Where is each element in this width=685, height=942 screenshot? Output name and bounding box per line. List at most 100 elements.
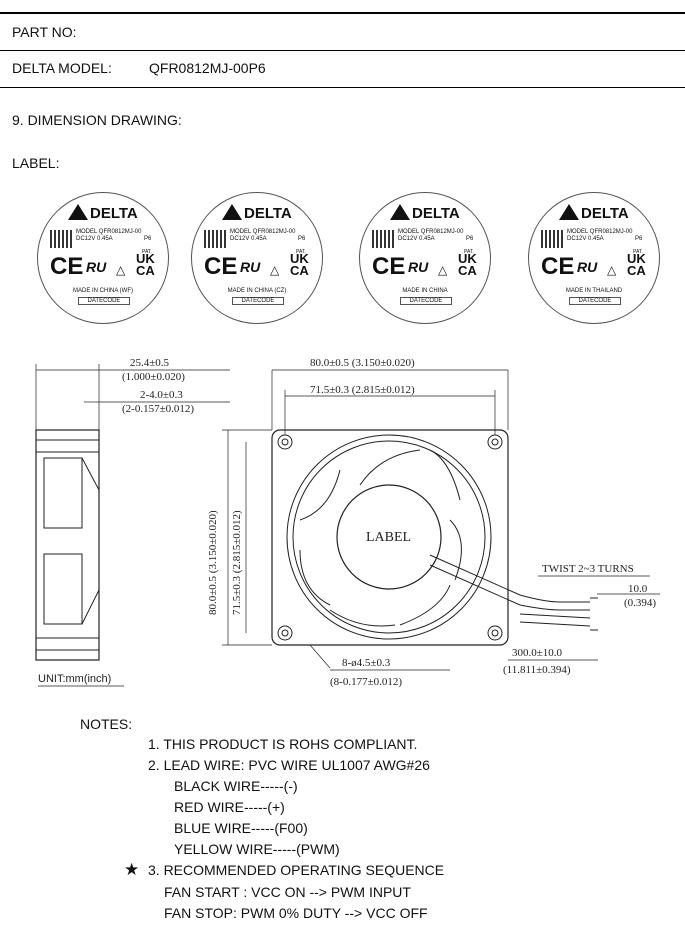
qr-code-icon bbox=[541, 230, 563, 248]
qr-code-icon bbox=[50, 230, 72, 248]
label-datecode: DATECODE bbox=[232, 297, 284, 305]
ukca-uk: UK bbox=[136, 251, 155, 266]
ru-mark-icon: RU bbox=[408, 259, 429, 275]
note-3: 3. RECOMMENDED OPERATING SEQUENCE bbox=[148, 862, 445, 878]
ru-mark-icon: RU bbox=[86, 259, 107, 275]
ukca-ca: CA bbox=[136, 263, 155, 278]
ru-mark-icon: RU bbox=[240, 259, 261, 275]
ce-mark-icon: CE bbox=[204, 253, 238, 280]
ce-mark-icon: CE bbox=[541, 253, 575, 280]
qr-code-icon bbox=[204, 230, 226, 248]
delta-logo-icon bbox=[559, 204, 579, 220]
delta-model-value: QFR0812MJ-00P6 bbox=[149, 60, 266, 76]
delta-model-label: DELTA MODEL: bbox=[12, 60, 112, 76]
dim-10-in: (0.394) bbox=[624, 597, 656, 609]
warning-triangle-icon: △ bbox=[607, 263, 617, 277]
dim-300: 300.0±10.0 bbox=[512, 647, 563, 659]
delta-logo-icon bbox=[390, 204, 410, 220]
delta-logo-icon bbox=[222, 204, 242, 220]
label-brand: DELTA bbox=[412, 205, 460, 222]
label-model-line2: DC12V 0.45A bbox=[76, 236, 113, 242]
label-center: LABEL bbox=[366, 530, 411, 545]
part-no-label: PART NO: bbox=[12, 24, 77, 40]
label-title: LABEL: bbox=[12, 155, 60, 171]
section-title: 9. DIMENSION DRAWING: bbox=[12, 112, 182, 128]
label-model-line2: DC12V 0.45A bbox=[230, 236, 267, 242]
label-brand: DELTA bbox=[244, 205, 292, 222]
label-model-line1: MODEL QFR0812MJ-00 bbox=[567, 229, 633, 235]
wire-black: BLACK WIRE-----(-) bbox=[174, 778, 298, 794]
label-datecode: DATECODE bbox=[78, 297, 130, 305]
sequence-start: FAN START : VCC ON --> PWM INPUT bbox=[164, 884, 411, 900]
label-model-line1: MODEL QFR0812MJ-00 bbox=[230, 229, 296, 235]
label-brand: DELTA bbox=[581, 205, 629, 222]
divider bbox=[0, 50, 685, 51]
label-model-line2: DC12V 0.45A bbox=[398, 236, 435, 242]
label-pat: PAT. bbox=[464, 249, 474, 255]
dim-80-top: 80.0±0.5 (3.150±0.020) bbox=[310, 357, 415, 369]
ukca-uk: UK bbox=[458, 251, 477, 266]
ce-mark-icon: CE bbox=[50, 253, 84, 280]
warning-triangle-icon: △ bbox=[270, 263, 280, 277]
wire-blue: BLUE WIRE-----(F00) bbox=[174, 820, 308, 836]
note-2: 2. LEAD WIRE: PVC WIRE UL1007 AWG#26 bbox=[148, 757, 430, 773]
fan-side-view bbox=[35, 364, 230, 661]
ukca-ca: CA bbox=[290, 263, 309, 278]
lead-wires bbox=[519, 594, 598, 631]
dim-2: 2-4.0±0.3 bbox=[140, 389, 183, 401]
dim-hole: 8-ø4.5±0.3 bbox=[342, 657, 391, 669]
label-brand: DELTA bbox=[90, 205, 138, 222]
label-datecode: DATECODE bbox=[400, 297, 452, 305]
dim-2-in: (2-0.157±0.012) bbox=[122, 403, 194, 415]
dim-300-in: (11.811±0.394) bbox=[503, 664, 571, 676]
label-pat: PAT. bbox=[296, 249, 306, 255]
ukca-uk: UK bbox=[290, 251, 309, 266]
dimension-drawing: 25.4±0.5 (1.000±0.020) 2-4.0±0.3 (2-0.15… bbox=[35, 357, 660, 688]
label-model-line1: MODEL QFR0812MJ-00 bbox=[76, 229, 142, 235]
star-icon: ★ bbox=[124, 860, 140, 879]
dim-71-top: 71.5±0.3 (2.815±0.012) bbox=[310, 384, 415, 396]
label-origin: MADE IN CHINA (CZ) bbox=[227, 288, 287, 294]
ukca-uk: UK bbox=[627, 251, 646, 266]
divider bbox=[0, 87, 685, 88]
label-pat: PAT. bbox=[142, 249, 152, 255]
dim-71-side: 71.5±0.3 (2.815±0.012) bbox=[231, 510, 243, 615]
label-model-line1: MODEL QFR0812MJ-00 bbox=[398, 229, 464, 235]
delta-logo-icon bbox=[68, 204, 88, 220]
wire-red: RED WIRE-----(+) bbox=[174, 799, 285, 815]
note-1: 1. THIS PRODUCT IS ROHS COMPLIANT. bbox=[148, 736, 418, 752]
warning-triangle-icon: △ bbox=[116, 263, 126, 277]
label-p6: P6 bbox=[635, 236, 643, 242]
label-model-line2: DC12V 0.45A bbox=[567, 236, 604, 242]
label-origin: MADE IN THAILAND bbox=[565, 288, 623, 294]
ukca-ca: CA bbox=[458, 263, 477, 278]
twist-note: TWIST 2~3 TURNS bbox=[542, 563, 634, 575]
qr-code-icon bbox=[372, 230, 394, 248]
notes-title: NOTES: bbox=[80, 716, 133, 732]
unit-note: UNIT:mm(inch) bbox=[38, 673, 111, 685]
wire-yellow: YELLOW WIRE-----(PWM) bbox=[174, 841, 340, 857]
label-p6: P6 bbox=[144, 236, 152, 242]
label-p6: P6 bbox=[466, 236, 474, 242]
sequence-stop: FAN STOP: PWM 0% DUTY --> VCC OFF bbox=[164, 905, 428, 921]
dim-25: 25.4±0.5 bbox=[130, 357, 170, 369]
warning-triangle-icon: △ bbox=[438, 263, 448, 277]
ce-mark-icon: CE bbox=[372, 253, 406, 280]
ukca-ca: CA bbox=[627, 263, 646, 278]
dim-80-side: 80.0±0.5 (3.150±0.020) bbox=[207, 510, 219, 615]
dim-10: 10.0 bbox=[628, 583, 648, 595]
ru-mark-icon: RU bbox=[577, 259, 598, 275]
dim-25-in: (1.000±0.020) bbox=[122, 371, 185, 383]
label-p6: P6 bbox=[298, 236, 306, 242]
